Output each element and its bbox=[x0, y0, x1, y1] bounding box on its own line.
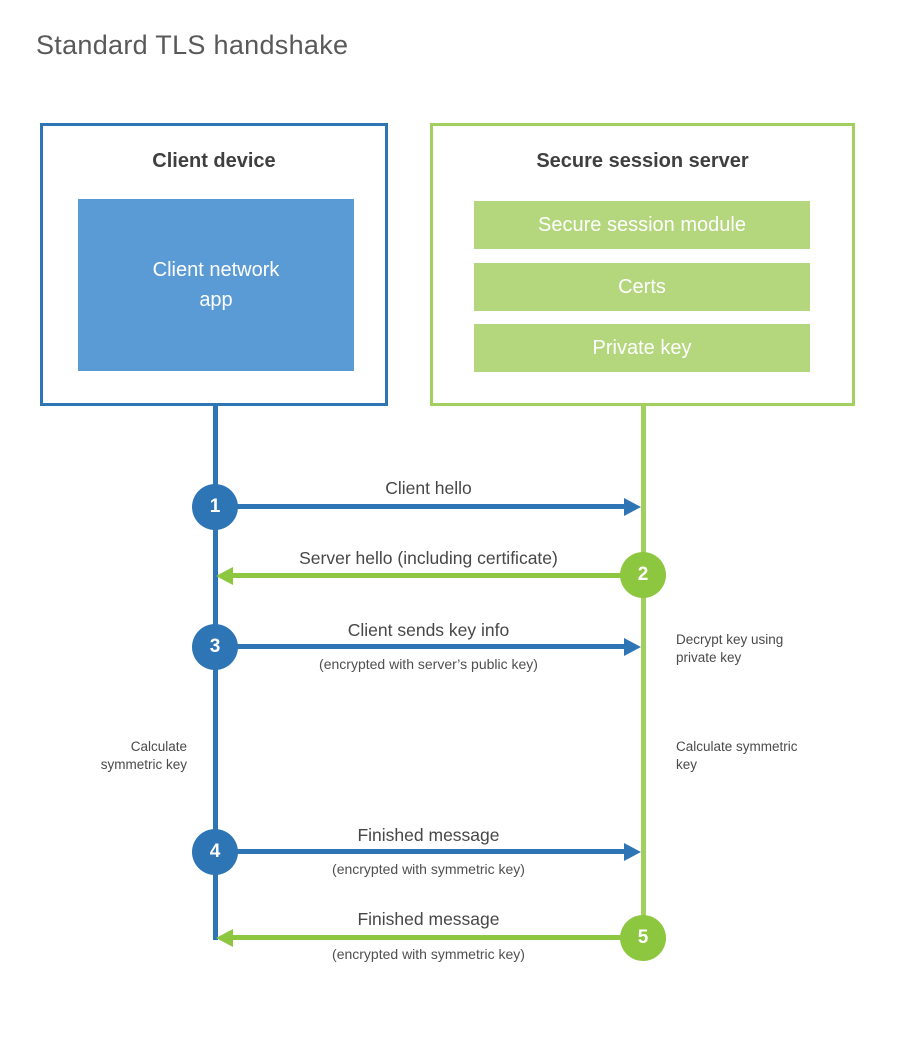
arrow-finished-client bbox=[218, 849, 626, 854]
note-calculate-symmetric-key-server: Calculate symmetric key bbox=[676, 739, 798, 772]
arrowhead-right-icon bbox=[624, 843, 641, 861]
arrowhead-right-icon bbox=[624, 498, 641, 516]
message-sublabel-key-info-encryption: (encrypted with server’s public key) bbox=[319, 656, 538, 672]
note-decrypt-key: Decrypt key using private key bbox=[676, 632, 784, 665]
client-network-app-box: Client network app bbox=[78, 199, 354, 371]
arrow-client-key-info bbox=[218, 644, 626, 649]
client-lifeline bbox=[213, 404, 218, 940]
message-sublabel-finished-client-encryption: (encrypted with symmetric key) bbox=[332, 861, 525, 877]
arrowhead-left-icon bbox=[216, 929, 233, 947]
message-sublabel-finished-server-encryption: (encrypted with symmetric key) bbox=[332, 946, 525, 962]
step-badge-4: 4 bbox=[192, 829, 238, 875]
server-module-private-key: Private key bbox=[474, 324, 810, 372]
server-module-certs: Certs bbox=[474, 263, 810, 311]
arrow-finished-server bbox=[233, 935, 641, 940]
message-label-client-hello: Client hello bbox=[385, 478, 472, 498]
message-label-client-key-info: Client sends key info bbox=[347, 620, 510, 640]
server-lifeline bbox=[641, 404, 646, 938]
page-title: Standard TLS handshake bbox=[36, 30, 349, 60]
step-badge-2: 2 bbox=[620, 552, 666, 598]
message-label-server-hello: Server hello (including certificate) bbox=[299, 548, 558, 568]
message-label-finished-client: Finished message bbox=[357, 825, 500, 845]
secure-session-server-header: Secure session server bbox=[536, 150, 749, 172]
arrowhead-right-icon bbox=[624, 638, 641, 656]
arrow-server-hello bbox=[233, 573, 641, 578]
client-device-header: Client device bbox=[152, 150, 276, 172]
step-badge-5: 5 bbox=[620, 915, 666, 961]
message-label-finished-server: Finished message bbox=[357, 909, 500, 929]
arrowhead-left-icon bbox=[216, 567, 233, 585]
step-badge-3: 3 bbox=[192, 624, 238, 670]
server-module-secure-session-module: Secure session module bbox=[474, 201, 810, 249]
client-network-app-label: Client network app bbox=[152, 259, 280, 311]
note-calculate-symmetric-key-client: Calculate symmetric key bbox=[100, 739, 187, 772]
step-badge-1: 1 bbox=[192, 484, 238, 530]
arrow-client-hello bbox=[218, 504, 626, 509]
